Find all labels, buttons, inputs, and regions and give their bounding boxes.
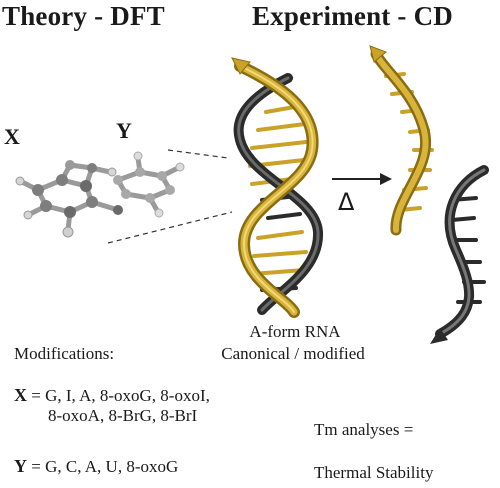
x-modifications-line1: X = G, I, A, 8-oxoG, 8-oxoI, xyxy=(14,385,210,406)
y-modifications-prefix: Y xyxy=(14,456,27,476)
modifications-title: Modifications: xyxy=(14,344,115,363)
x-base-label: X xyxy=(4,124,20,149)
y-modifications-values: = G, C, A, U, 8-oxoG xyxy=(27,457,179,476)
theory-heading: Theory - DFT xyxy=(2,1,165,31)
molecule-atoms xyxy=(15,151,185,238)
y-base-label: Y xyxy=(116,118,132,143)
delta-heat-symbol: Δ xyxy=(338,188,355,216)
y-modifications-line: Y = G, C, A, U, 8-oxoG xyxy=(14,456,178,477)
rna-canonical-label: Canonical / modified xyxy=(221,344,365,363)
x-modifications-line2: 8-oxoA, 8-BrG, 8-BrI xyxy=(48,406,198,425)
x-modifications-values: = G, I, A, 8-oxoG, 8-oxoI, xyxy=(27,386,210,405)
rna-form-label: A-form RNA xyxy=(249,322,341,341)
x-modifications-prefix: X xyxy=(14,385,27,405)
thermal-stability-label: Thermal Stability xyxy=(314,463,434,482)
experiment-heading: Experiment - CD xyxy=(252,1,453,31)
tm-analyses-label: Tm analyses = xyxy=(314,420,414,439)
